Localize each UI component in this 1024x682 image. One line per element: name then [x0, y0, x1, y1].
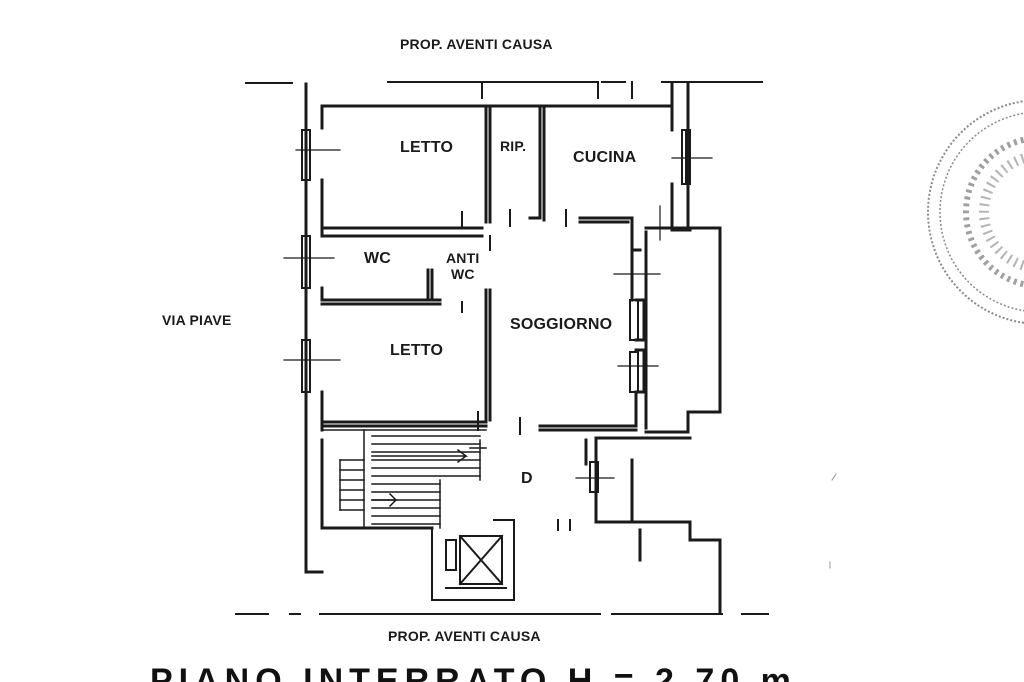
top-boundary-line	[245, 81, 763, 99]
top-neighbor-label: PROP. AVENTI CAUSA	[400, 36, 553, 52]
room-label-letto-top: LETTO	[400, 139, 454, 156]
footer-partial-text: PIANO INTERRATO H = 2.70 m	[150, 662, 797, 682]
stamp-seal-icon	[927, 100, 1024, 324]
room-label-rip: RIP.	[500, 138, 527, 154]
bottom-neighbor-label: PROP. AVENTI CAUSA	[388, 628, 541, 644]
staircase	[321, 429, 487, 529]
elevator-icon	[431, 519, 515, 601]
stair-arrow-icon	[371, 447, 487, 508]
interior-walls	[320, 104, 646, 432]
room-label-soggiorno: SOGGIORNO	[510, 316, 613, 333]
room-label-d: D	[521, 470, 533, 487]
footer-partial-heading: PIANO INTERRATO H = 2.70 m	[150, 662, 1024, 682]
background-mark	[829, 473, 837, 569]
window-ticks	[283, 149, 713, 479]
room-label-cucina: CUCINA	[573, 149, 637, 166]
room-label-anti-wc: WC	[451, 266, 475, 282]
room-label-anti: ANTI	[446, 250, 480, 266]
room-label-wc: WC	[364, 250, 392, 267]
windows	[301, 129, 691, 493]
lower-right-walls	[584, 436, 722, 614]
room-label-letto-bottom: LETTO	[390, 342, 444, 359]
street-label: VIA PIAVE	[162, 312, 232, 328]
door-markers	[461, 209, 571, 531]
exterior-walls	[304, 82, 722, 574]
